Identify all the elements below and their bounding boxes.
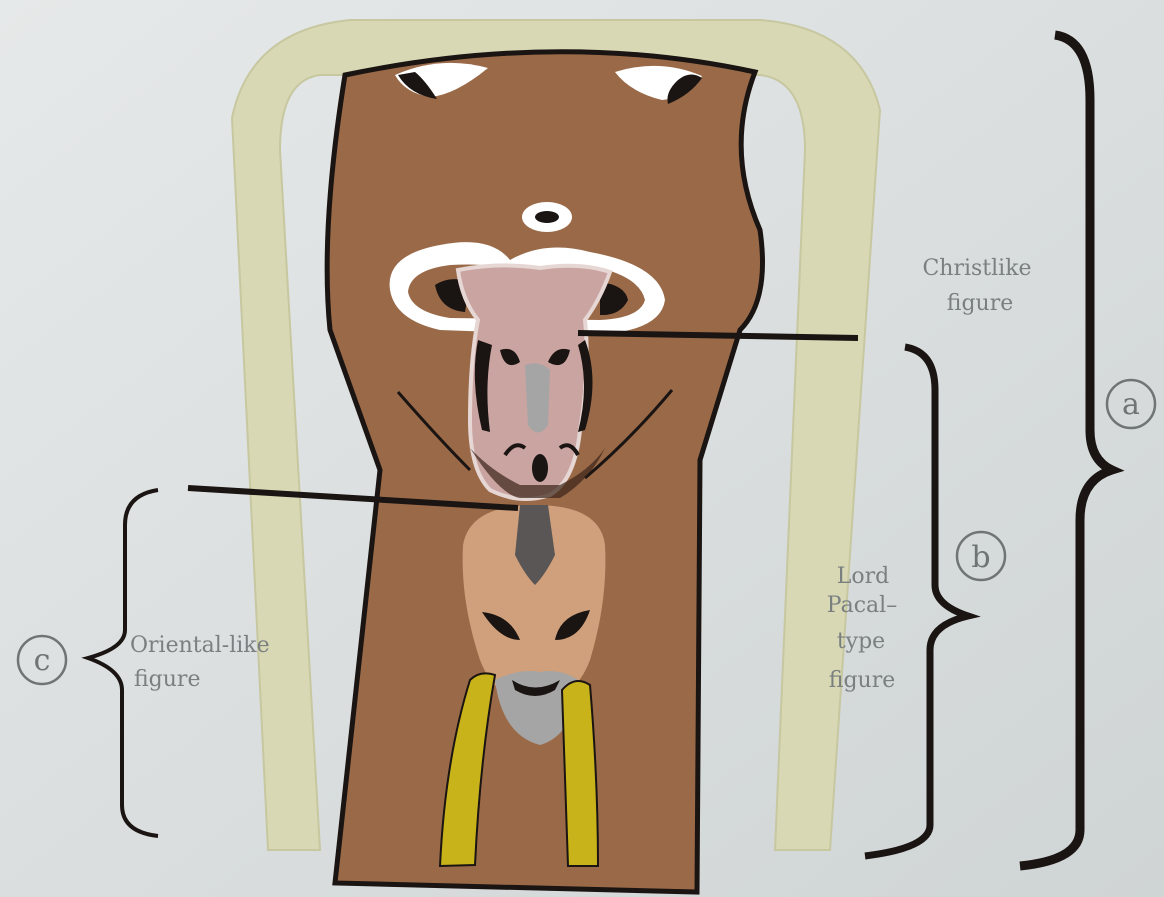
christlike-nose [525, 363, 550, 432]
lord-pacal-label-line1: Lord [837, 564, 889, 589]
lord-pacal-label-line4: figure [829, 668, 895, 693]
oriental-label-line1: Oriental-like [130, 633, 270, 658]
lord-pacal-label-line3: type [837, 629, 885, 654]
label-a: a [1122, 387, 1140, 422]
christlike-mouth [532, 454, 548, 482]
lord-pacal-label-line2: Pacal– [827, 593, 897, 618]
oriental-label-line2: figure [134, 667, 200, 692]
label-c: c [34, 643, 51, 678]
nose-hole [535, 211, 559, 223]
christlike-label-line2: figure [947, 291, 1013, 316]
christlike-label-line1: Christlike [922, 256, 1031, 281]
right-yellow-strip [562, 681, 598, 866]
label-b: b [971, 540, 990, 575]
